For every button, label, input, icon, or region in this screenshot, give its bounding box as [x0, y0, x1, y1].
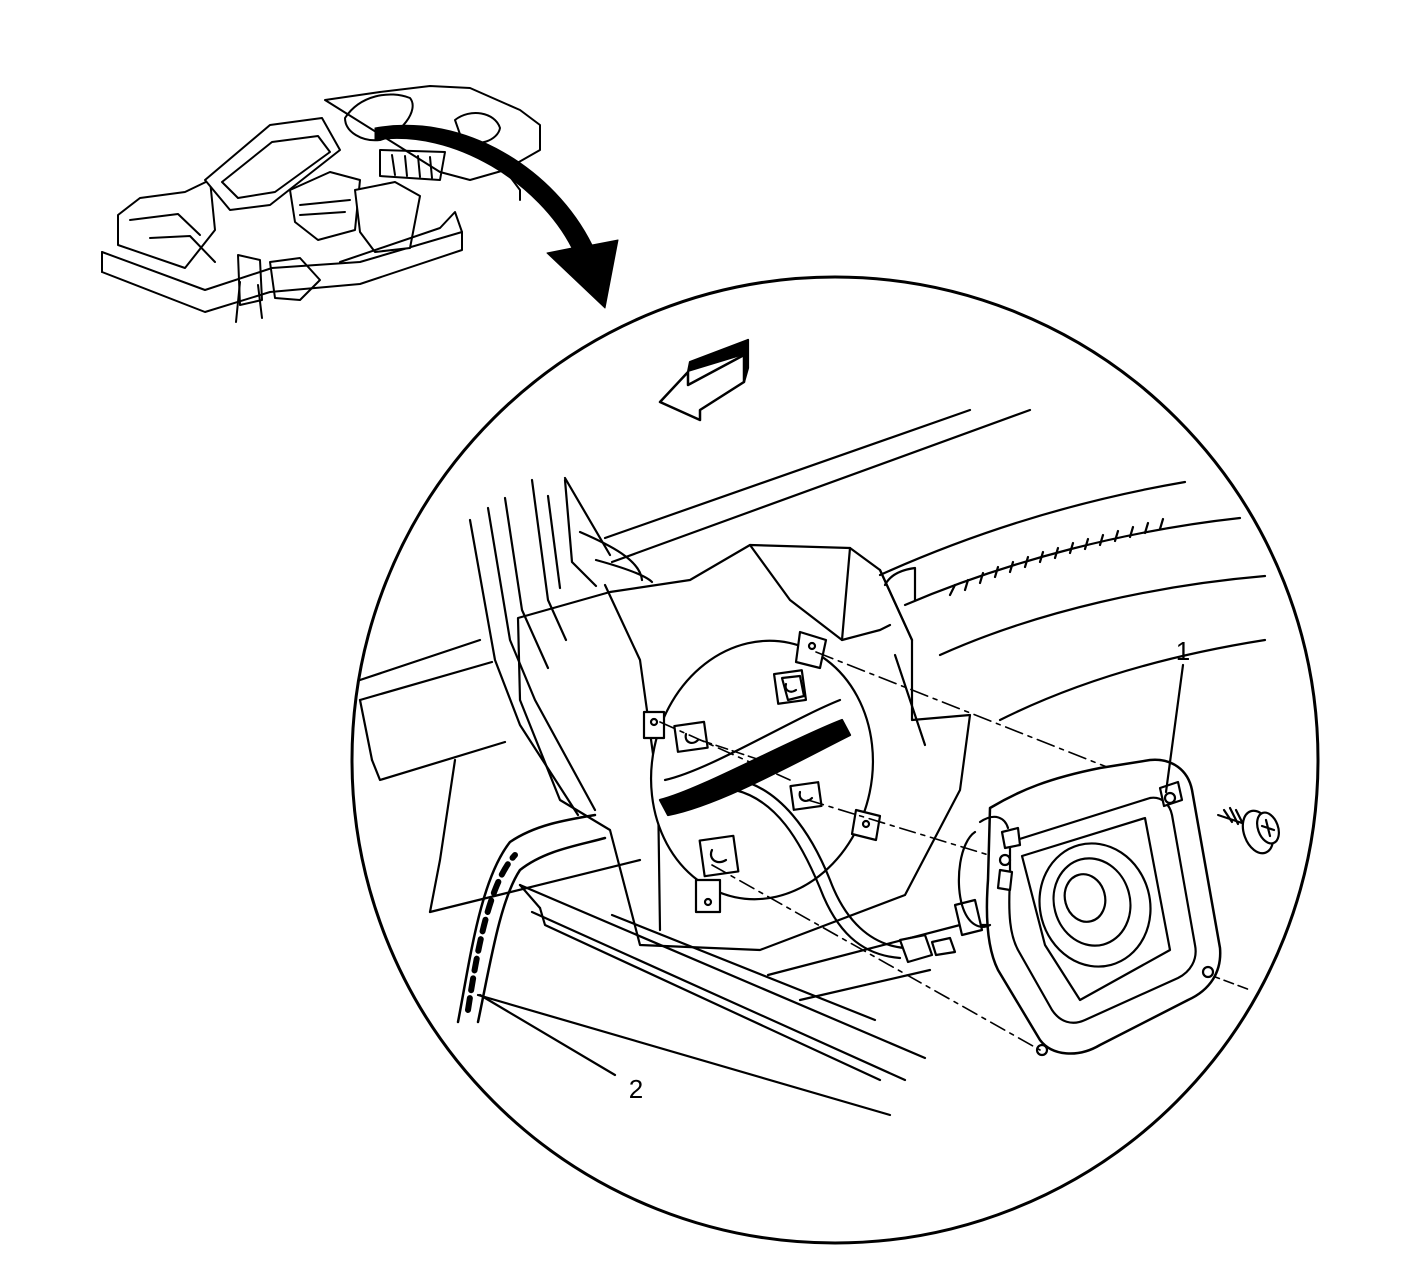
door-panel-detail: [358, 338, 1280, 1117]
callout-2-label: 2: [629, 1074, 643, 1104]
speaker-clip-left: [673, 720, 709, 753]
vehicle-body-overview-icon: [101, 85, 541, 323]
speaker-clip-right: [789, 781, 823, 811]
callout-2-leader: [478, 993, 617, 1077]
forward-direction-arrow-icon: [658, 338, 750, 422]
callout-1-label: 1: [1176, 636, 1190, 666]
speaker-assembly: [957, 758, 1222, 1057]
callout-1-leader: [1164, 663, 1185, 794]
speaker-clip-top: [772, 669, 808, 705]
detail-view-circle: [350, 275, 1320, 1245]
speaker-clip-bottom: [698, 834, 740, 878]
speaker-screw: [1217, 806, 1280, 855]
curved-arrow-icon: [374, 124, 619, 309]
